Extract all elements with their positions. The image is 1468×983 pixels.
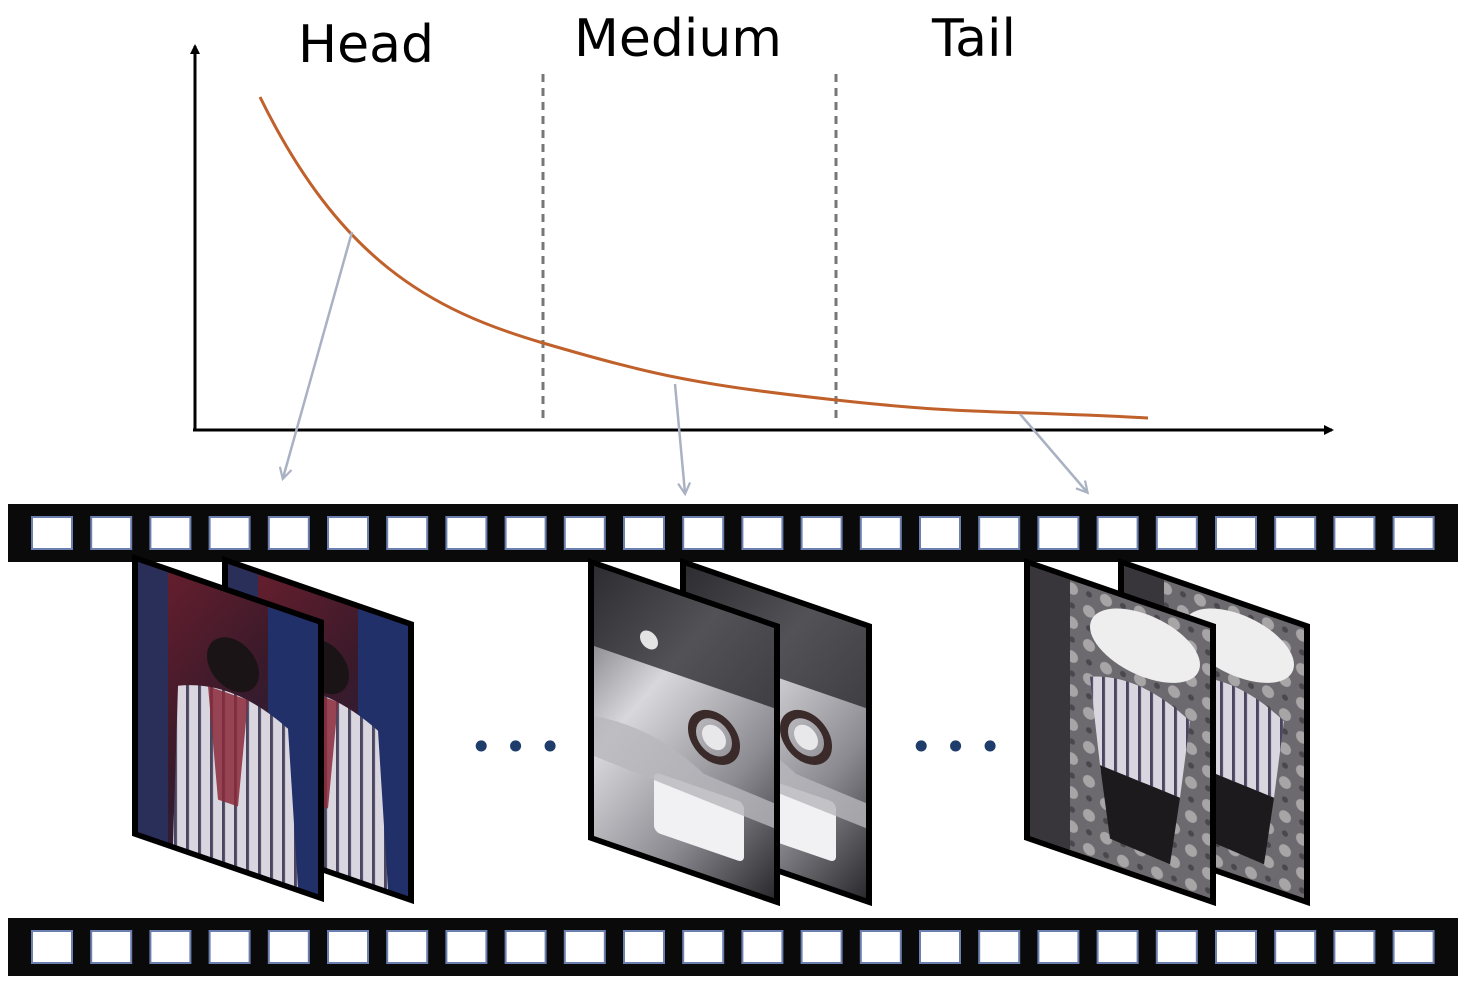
top-film-strip (8, 504, 1458, 562)
top-sprocket-hole (31, 516, 73, 550)
top-sprocket-hole (1392, 516, 1435, 550)
bottom-sprocket-hole (978, 930, 1021, 964)
long-tail-curve (258, 96, 1149, 420)
top-sprocket-hole (1274, 516, 1317, 550)
tail-label: Tail (931, 9, 1016, 69)
bottom-sprocket-hole (741, 930, 784, 964)
top-sprocket-hole (267, 516, 310, 550)
top-sprocket-hole (149, 516, 192, 550)
tail-frame-stack (1024, 557, 1310, 907)
top-sprocket-hole (919, 516, 961, 550)
bottom-sprocket-hole (563, 930, 606, 964)
bottom-sprocket-hole (1096, 930, 1139, 964)
tail-frame-front (1024, 557, 1216, 907)
bottom-sprocket-hole (445, 930, 488, 964)
bottom-film-strip (8, 918, 1458, 976)
top-sprocket-hole (208, 516, 251, 550)
top-sprocket-hole (741, 516, 784, 550)
head-frame-front (132, 553, 324, 903)
top-sprocket-hole (1037, 516, 1080, 550)
bottom-sprocket-hole (682, 930, 725, 964)
bottom-sprocket-hole (1392, 930, 1435, 964)
bottom-sprocket-hole (267, 930, 310, 964)
top-sprocket-hole (1215, 516, 1257, 550)
top-sprocket-hole (682, 516, 725, 550)
bottom-sprocket-hole (208, 930, 251, 964)
bottom-sprocket-hole (386, 930, 429, 964)
head-frame-stack (132, 553, 414, 905)
ellipsis-right: ••• (910, 725, 1013, 769)
top-sprocket-hole (978, 516, 1021, 550)
bottom-sprocket-holes (31, 930, 1435, 964)
bottom-sprocket-hole (1274, 930, 1317, 964)
connectors (283, 231, 1087, 493)
bottom-sprocket-hole (1333, 930, 1376, 964)
bottom-sprocket-hole (800, 930, 843, 964)
top-sprocket-hole (563, 516, 606, 550)
top-sprocket-hole (327, 516, 369, 550)
top-sprocket-hole (800, 516, 843, 550)
top-sprocket-hole (445, 516, 488, 550)
bottom-sprocket-hole (919, 930, 961, 964)
tail-connector (1019, 413, 1087, 492)
bottom-sprocket-hole (90, 930, 133, 964)
ellipsis-left: ••• (470, 725, 573, 769)
top-sprocket-hole (90, 516, 133, 550)
bottom-sprocket-hole (1215, 930, 1257, 964)
top-sprocket-hole (1155, 516, 1198, 550)
medium-connector (673, 383, 685, 493)
top-sprocket-hole (859, 516, 902, 550)
medium-label: Medium (574, 9, 782, 69)
bottom-sprocket-hole (31, 930, 73, 964)
chart: Head Medium Tail (190, 9, 1334, 435)
bottom-sprocket-hole (327, 930, 369, 964)
bottom-sprocket-hole (1155, 930, 1198, 964)
bottom-sprocket-hole (623, 930, 665, 964)
top-sprocket-hole (386, 516, 429, 550)
top-sprocket-holes (31, 516, 1435, 550)
bottom-sprocket-hole (149, 930, 192, 964)
top-sprocket-hole (504, 516, 547, 550)
bottom-sprocket-hole (859, 930, 902, 964)
top-sprocket-hole (1333, 516, 1376, 550)
top-sprocket-hole (1096, 516, 1139, 550)
medium-frame-front (588, 557, 780, 907)
bottom-sprocket-hole (504, 930, 547, 964)
head-connector (283, 231, 354, 478)
head-label: Head (298, 15, 434, 75)
medium-frame-stack (588, 557, 872, 907)
top-sprocket-hole (623, 516, 665, 550)
bottom-sprocket-hole (1037, 930, 1080, 964)
